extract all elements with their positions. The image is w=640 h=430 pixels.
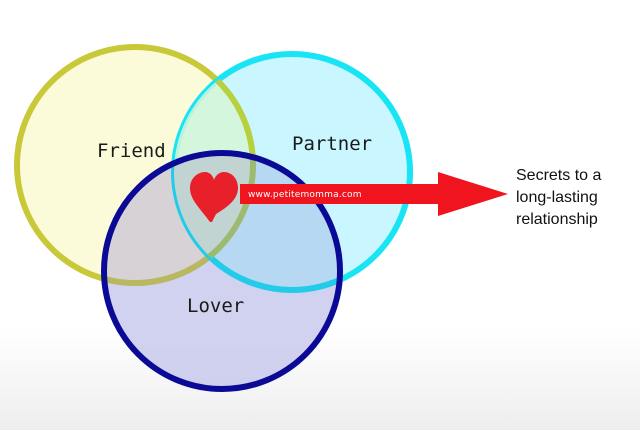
center-overlap — [174, 153, 256, 286]
friend-label: Friend — [97, 140, 166, 162]
partner-label: Partner — [292, 133, 372, 155]
caption-line-3: relationship — [516, 211, 598, 228]
arrow-right-icon — [240, 172, 508, 216]
lover-label: Lover — [187, 295, 244, 317]
watermark: www.petitemomma.com — [248, 190, 362, 200]
lover-circle-outline — [101, 150, 343, 392]
heart-icon — [190, 172, 238, 222]
caption-line-1: Secrets to a — [516, 167, 601, 184]
caption-line-2: long-lasting — [516, 189, 598, 206]
